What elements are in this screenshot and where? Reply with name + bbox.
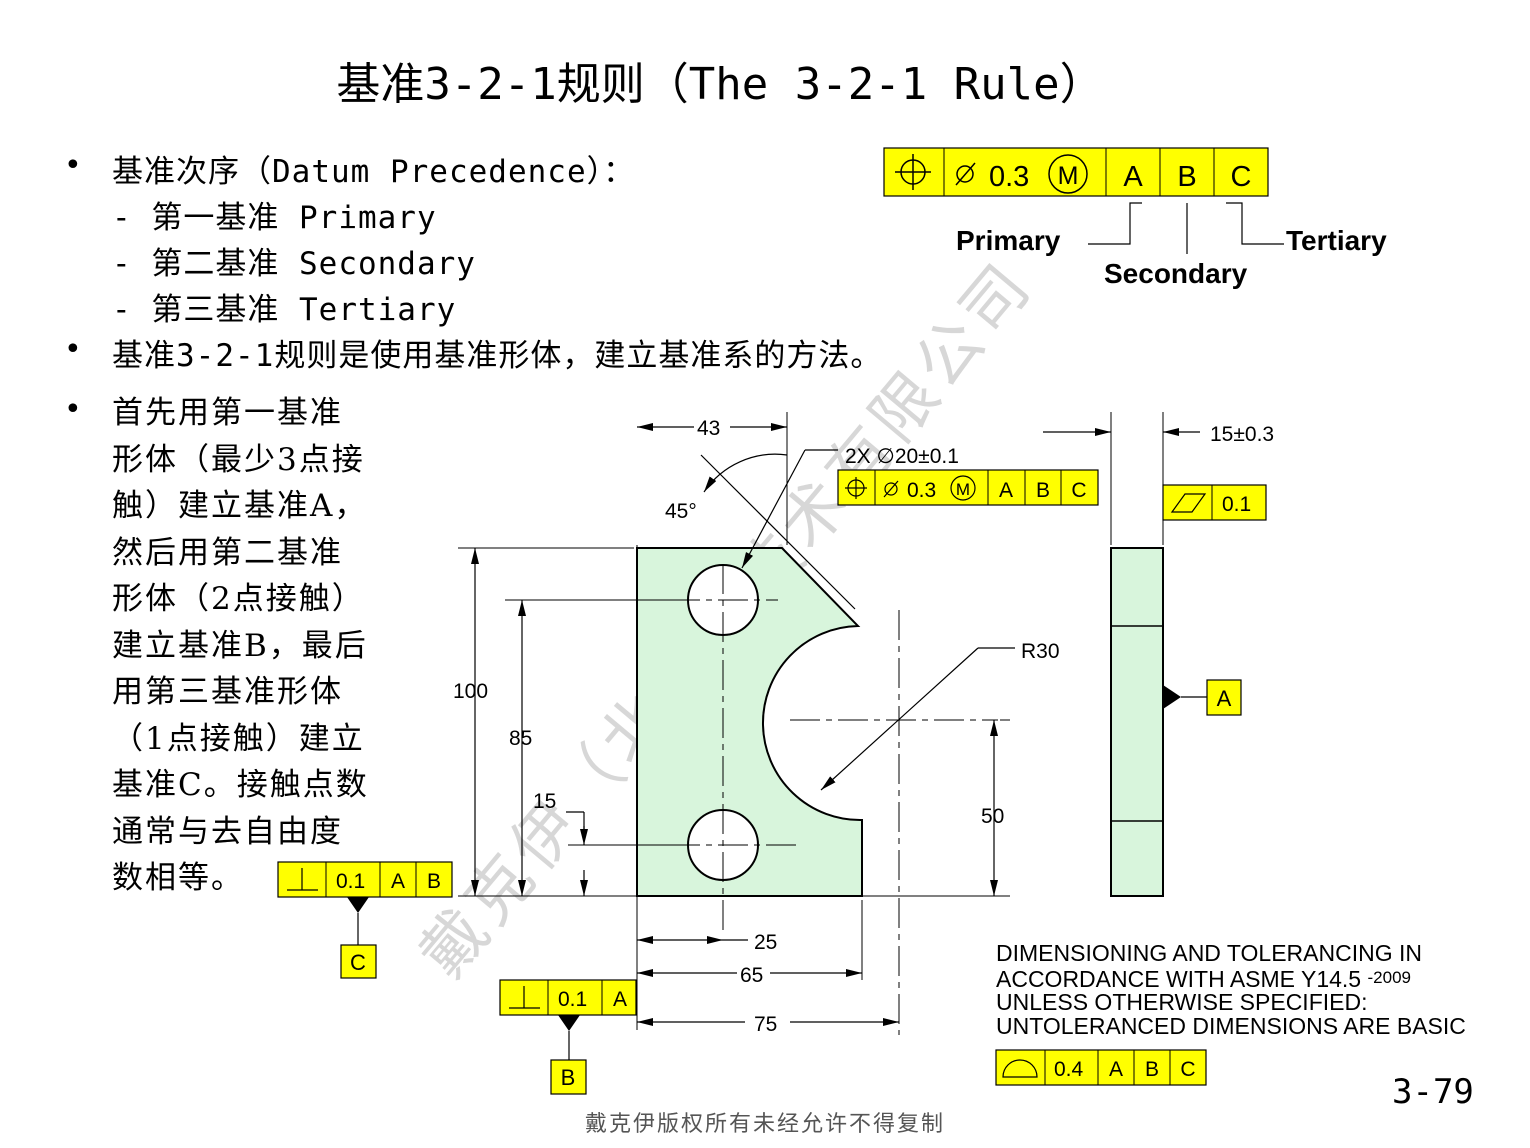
profile-fcf: 0.4 A B C [995, 1049, 1207, 1086]
bullet-sub-primary: - 第一基准 Primary [112, 200, 437, 236]
bullet-dot: • [64, 392, 82, 427]
dim-65: 65 [740, 964, 763, 987]
dim-45-deg: 45° [665, 500, 697, 523]
general-notes: DIMENSIONING AND TOLERANCING IN ACCORDAN… [996, 940, 1466, 1039]
profile-fcf-datum-c: C [1180, 1058, 1195, 1081]
procedure-line: 建立基准B，最后 [112, 627, 368, 664]
notes-line-2: ACCORDANCE WITH ASME Y14.5 -2009 [996, 966, 1466, 992]
example-fcf-datum-b: B [1177, 161, 1196, 193]
dim-50: 50 [981, 805, 1004, 828]
position-fcf-datum-c: C [1071, 479, 1086, 502]
label-tertiary: Tertiary [1286, 225, 1387, 256]
page-number: 3-79 [1392, 1072, 1474, 1112]
flatness-fcf: 0.1 [1162, 484, 1267, 521]
position-icon [895, 154, 931, 190]
profile-surface-icon [1002, 1059, 1038, 1078]
example-fcf-tolerance: 0.3 [989, 161, 1029, 193]
perp-b-tolerance: 0.1 [558, 988, 587, 1011]
bullet-procedure: 首先用第一基准 形体（最少3点接 触）建立基准A， 然后用第二基准 形体（2点接… [112, 390, 412, 902]
perpendicularity-fcf-b: 0.1 A B [499, 979, 637, 1095]
perp-c-tolerance: 0.1 [336, 870, 365, 893]
datum-c-triangle [347, 897, 369, 913]
perp-b-datum-a: A [613, 988, 627, 1011]
position-fcf-datum-b: B [1036, 479, 1050, 502]
perp-c-datum-b: B [427, 870, 441, 893]
example-fcf-modifier: M [1058, 162, 1079, 190]
diameter-icon [955, 162, 976, 186]
dim-hole-size: 2X ∅20±0.1 [845, 445, 959, 468]
perpendicularity-fcf-c: 0.1 A B C [277, 861, 453, 979]
notes-line-4: UNTOLERANCED DIMENSIONS ARE BASIC [996, 1012, 1466, 1039]
procedure-line: 形体（最少3点接 [112, 441, 365, 478]
dim-15: 15 [533, 790, 556, 813]
datum-b-triangle [558, 1015, 580, 1031]
dim-43: 43 [697, 417, 720, 440]
example-fcf-datum-c: C [1231, 161, 1252, 193]
profile-fcf-tolerance: 0.4 [1054, 1058, 1084, 1081]
mmc-circle-icon [1048, 154, 1088, 194]
notes-line-3: UNLESS OTHERWISE SPECIFIED: [996, 989, 1368, 1015]
diameter-icon [883, 480, 899, 498]
procedure-line: 用第三基准形体 [112, 674, 343, 710]
perpendicularity-icon [287, 868, 318, 891]
part-front-view [636, 547, 998, 1035]
part-side-view: A [1110, 547, 1242, 897]
position-fcf-datum-a: A [999, 479, 1013, 502]
dim-85: 85 [509, 727, 532, 750]
position-fcf-tolerance: 0.3 [907, 479, 936, 502]
bullet-321-method: 基准3-2-1规则是使用基准形体，建立基准系的方法。 [112, 338, 883, 374]
position-icon [845, 477, 867, 499]
example-fcf-datum-a: A [1123, 161, 1143, 193]
flatness-fcf-tolerance: 0.1 [1222, 493, 1251, 516]
notes-standard: ACCORDANCE WITH ASME Y14.5 [996, 965, 1362, 992]
procedure-line: 基准C。接触点数 [112, 767, 369, 803]
label-secondary: Secondary [1104, 258, 1248, 289]
slide-title: 基准3-2-1规则（The 3-2-1 Rule） [336, 59, 1104, 110]
procedure-line: 形体（2点接触） [112, 581, 365, 617]
datum-a-label: A [1217, 686, 1232, 711]
mmc-circle-icon [950, 475, 976, 501]
procedure-line: 触）建立基准A， [112, 488, 368, 524]
dim-75: 75 [754, 1013, 777, 1036]
dim-25: 25 [754, 931, 777, 954]
procedure-line: 通常与去自由度 [112, 813, 343, 850]
datum-b-label: B [561, 1065, 576, 1090]
bullet-dot: • [64, 148, 82, 183]
procedure-line: 首先用第一基准 [112, 395, 343, 431]
example-fcf: 0.3 M A B C Primary Secondary Tertiary [883, 147, 1387, 289]
flatness-icon [1170, 493, 1207, 513]
perpendicularity-icon [509, 986, 540, 1009]
bullet-sub-secondary: - 第二基准 Secondary [112, 246, 476, 282]
datum-a-triangle [1163, 685, 1181, 709]
procedure-line: 数相等。 [112, 860, 244, 896]
perp-c-datum-a: A [391, 870, 405, 893]
datum-c-label: C [350, 950, 366, 975]
notes-line-1: DIMENSIONING AND TOLERANCING IN [996, 940, 1422, 966]
label-primary: Primary [956, 225, 1061, 256]
bullet-dot: • [64, 332, 82, 367]
dim-100: 100 [453, 680, 488, 703]
dim-thickness: 15±0.3 [1210, 423, 1274, 446]
bullet-sub-tertiary: - 第三基准 Tertiary [112, 292, 457, 328]
dim-r30: R30 [1021, 640, 1060, 663]
notes-standard-year: -2009 [1367, 967, 1411, 987]
bullet-datum-precedence: 基准次序（Datum Precedence）： [112, 154, 636, 190]
position-fcf: 0.3 M A B C [837, 469, 1099, 506]
profile-fcf-datum-b: B [1145, 1058, 1159, 1081]
procedure-line: （1点接触）建立 [112, 720, 365, 757]
position-fcf-modifier: M [956, 480, 970, 499]
profile-fcf-datum-a: A [1109, 1058, 1123, 1081]
copyright-footer: 戴克伊版权所有未经允许不得复制 [584, 1112, 945, 1137]
procedure-line: 然后用第二基准 [112, 534, 343, 571]
